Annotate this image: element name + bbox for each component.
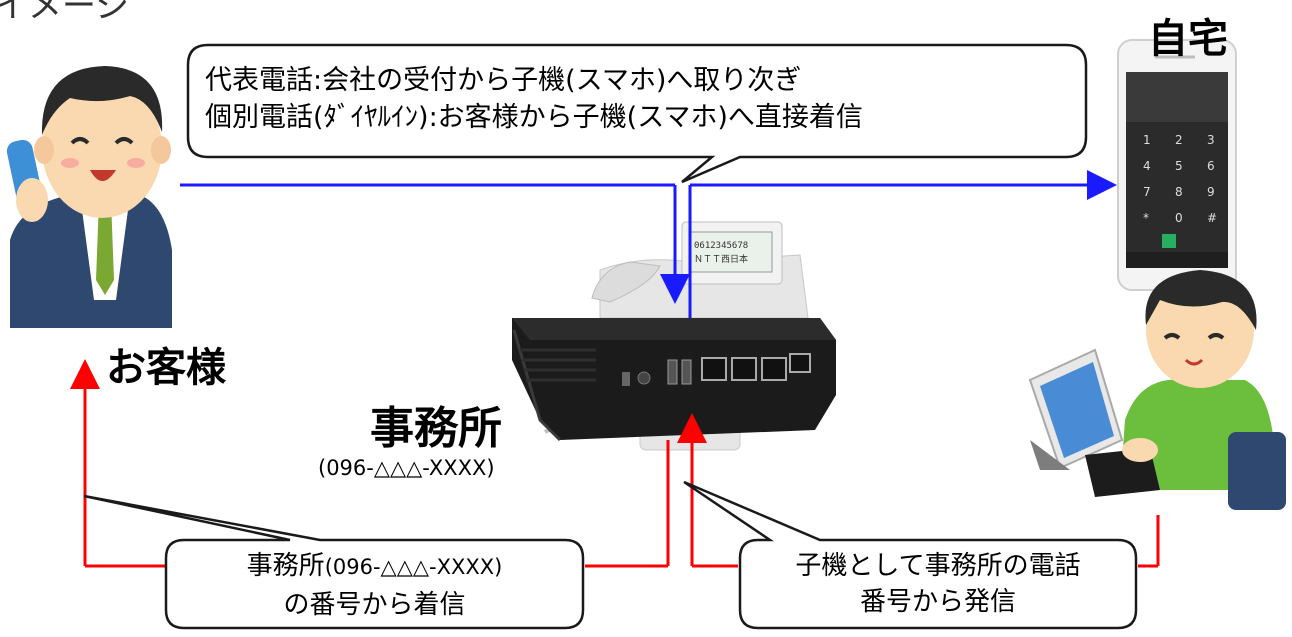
keypad-key: 2 bbox=[1175, 133, 1183, 147]
keypad-key: 0 bbox=[1175, 211, 1183, 225]
keypad-key: 3 bbox=[1207, 133, 1215, 147]
top-callout-bubble bbox=[186, 43, 1088, 184]
bottom-right-callout-line2: 番号から発信 bbox=[859, 587, 1016, 617]
top-callout-text: 代表電話:会社の受付から子機(スマホ)へ取り次ぎ 個別電話(ﾀﾞｲﾔﾙｲﾝ):お… bbox=[205, 62, 863, 136]
desk-phone-screen-line1: 0612345678 bbox=[694, 241, 748, 251]
office-label: 事務所 bbox=[370, 403, 502, 454]
router-illustration bbox=[512, 318, 836, 442]
bottom-right-callout-text: 子機として事務所の電話 番号から発信 bbox=[740, 548, 1136, 620]
bottom-left-callout-number: (096-△△△-XXXX) bbox=[324, 555, 503, 579]
outbound-call-arrows bbox=[70, 359, 1160, 568]
office-number: (096-△△△-XXXX) bbox=[318, 456, 495, 480]
bottom-right-callout-bubble bbox=[683, 480, 1138, 630]
header-partial: イメージ bbox=[0, 0, 130, 26]
home-worker-illustration bbox=[1028, 270, 1286, 510]
keypad-key: 8 bbox=[1175, 185, 1183, 199]
bottom-left-callout-bubble bbox=[83, 494, 585, 630]
bottom-left-callout-line2: の番号から着信 bbox=[283, 590, 466, 620]
keypad-key: 4 bbox=[1143, 159, 1151, 173]
top-callout-line2: 個別電話(ﾀﾞｲﾔﾙｲﾝ):お客様から子機(スマホ)へ直接着信 bbox=[205, 102, 863, 133]
keypad-key: # bbox=[1207, 211, 1217, 225]
inbound-call-arrows bbox=[180, 170, 1117, 318]
keypad-key: 7 bbox=[1143, 185, 1151, 199]
keypad-key: 1 bbox=[1143, 133, 1151, 147]
top-callout-line1: 代表電話:会社の受付から子機(スマホ)へ取り次ぎ bbox=[205, 65, 802, 96]
keypad-key: 9 bbox=[1207, 185, 1215, 199]
keypad-key: 5 bbox=[1175, 159, 1183, 173]
keypad-key: * bbox=[1143, 211, 1149, 225]
keypad-key: 6 bbox=[1207, 159, 1215, 173]
smartphone-illustration: 1 2 3 4 5 6 7 8 9 * 0 # bbox=[1117, 39, 1237, 291]
desk-phone-screen-line2: ＮＴＴ西日本 bbox=[694, 253, 748, 265]
home-label: 自宅 bbox=[1148, 16, 1228, 62]
customer-illustration bbox=[6, 66, 172, 328]
bottom-left-callout-office: 事務所 bbox=[246, 551, 325, 581]
customer-label: お客様 bbox=[106, 345, 226, 391]
smartphone-keypad: 1 2 3 4 5 6 7 8 9 * 0 # bbox=[1143, 133, 1217, 225]
bottom-right-callout-line1: 子機として事務所の電話 bbox=[795, 551, 1081, 581]
bottom-left-callout-text: 事務所(096-△△△-XXXX) の番号から着信 bbox=[166, 548, 583, 623]
